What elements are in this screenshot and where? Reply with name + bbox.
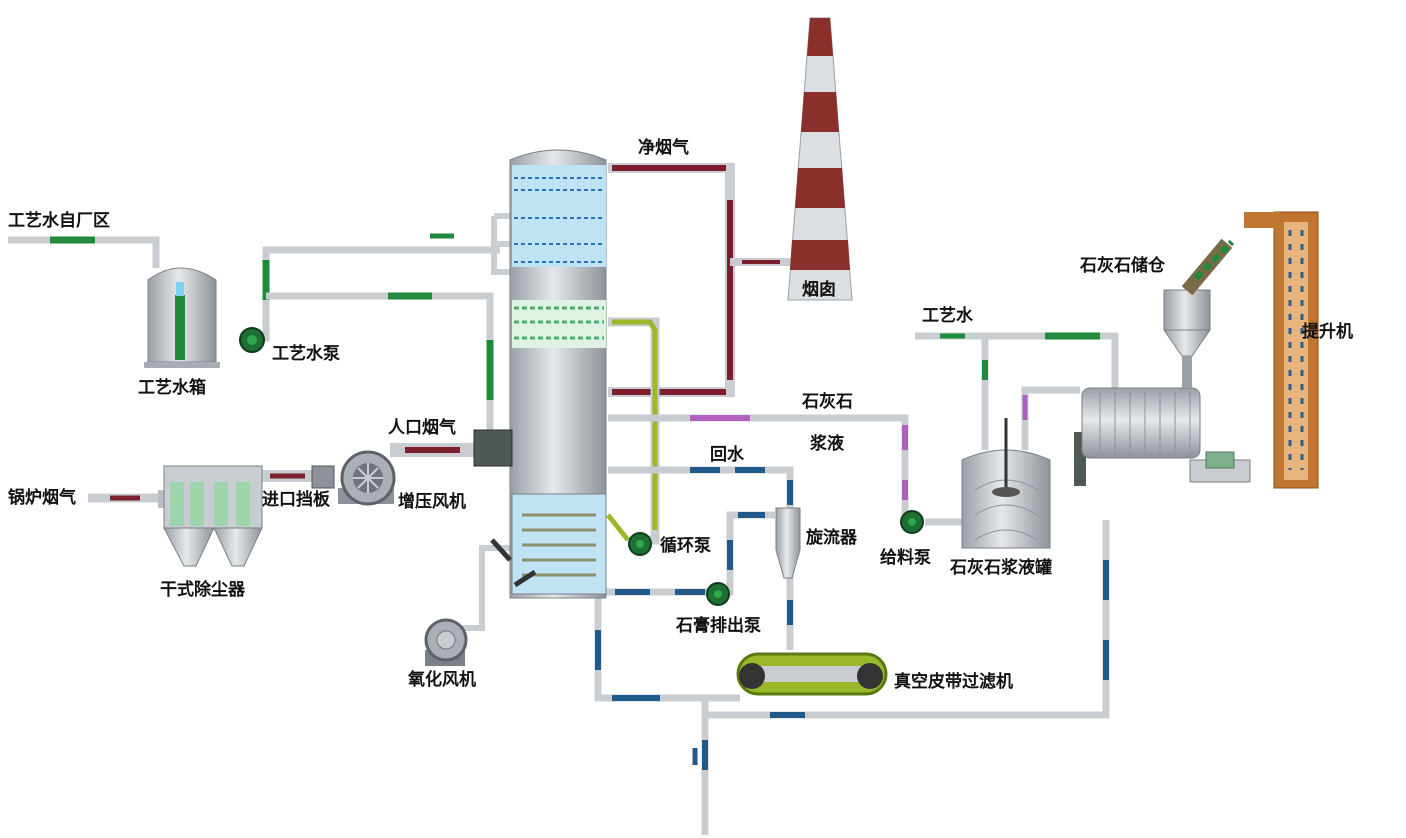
- pipe-demister-wash: [491, 213, 512, 275]
- label-process-water-from-plant: 工艺水自厂区: [8, 211, 110, 231]
- absorber-tower: [473, 149, 607, 599]
- label-process-water-tank: 工艺水箱: [138, 378, 206, 398]
- pipe-process-water-to-absorber: [258, 233, 500, 430]
- label-vacuum-belt-filter: 真空皮带过滤机: [894, 672, 1013, 692]
- inlet-damper: [311, 465, 335, 489]
- label-clean-flue-gas: 净烟气: [638, 138, 689, 158]
- label-oxidation-fan: 氧化风机: [408, 670, 476, 690]
- circulation-pump: [628, 532, 652, 556]
- pipe-absorber-drain: [594, 520, 1110, 835]
- vacuum-belt-filter: [736, 652, 888, 696]
- chimney: [787, 17, 853, 301]
- pipe-process-water-inlet: [8, 236, 160, 268]
- booster-fan: [338, 450, 396, 506]
- label-slurry: 浆液: [810, 434, 844, 454]
- label-limestone-silo: 石灰石储仓: [1080, 256, 1165, 276]
- label-chimney: 烟囱: [802, 280, 836, 300]
- label-elevator: 提升机: [1302, 322, 1353, 342]
- label-return-water: 回水: [710, 445, 744, 465]
- pipe-oxidation-air: [460, 545, 512, 631]
- process-water-tank: [144, 267, 220, 368]
- process-water-pump: [239, 327, 265, 353]
- feed-pump: [900, 510, 924, 534]
- label-dry-dust-collector: 干式除尘器: [160, 580, 245, 600]
- gypsum-discharge-pump: [706, 582, 730, 606]
- limestone-slurry-tank: [961, 418, 1051, 549]
- label-inlet-flue-gas: 人口烟气: [388, 418, 456, 438]
- pipe-circulation: [606, 317, 660, 545]
- label-process-water-pump: 工艺水泵: [272, 344, 340, 364]
- label-booster-fan: 增压风机: [398, 492, 466, 512]
- label-cyclone: 旋流器: [806, 528, 857, 548]
- pipe-clean-flue-gas: [608, 163, 800, 397]
- bucket-elevator: [1244, 211, 1319, 489]
- label-limestone-slurry-tank: 石灰石浆液罐: [950, 558, 1052, 578]
- label-gypsum-discharge-pump: 石膏排出泵: [676, 616, 761, 636]
- label-circulation-pump: 循环泵: [660, 536, 711, 556]
- cyclone: [775, 507, 801, 579]
- label-limestone: 石灰石: [802, 392, 853, 412]
- label-feed-pump: 给料泵: [880, 548, 931, 568]
- limestone-silo: [1163, 238, 1235, 388]
- pipe-limestone-slurry-feed: [608, 414, 962, 526]
- label-boiler-flue-gas: 锅炉烟气: [8, 488, 76, 508]
- pipe-process-water-slurry: [915, 332, 1119, 450]
- ball-mill: [1074, 387, 1251, 486]
- label-process-water: 工艺水: [922, 306, 973, 326]
- pipe-return-water: [608, 466, 794, 650]
- label-inlet-damper: 进口挡板: [262, 490, 330, 510]
- oxidation-fan: [424, 618, 468, 666]
- dry-dust-collector: [158, 465, 263, 567]
